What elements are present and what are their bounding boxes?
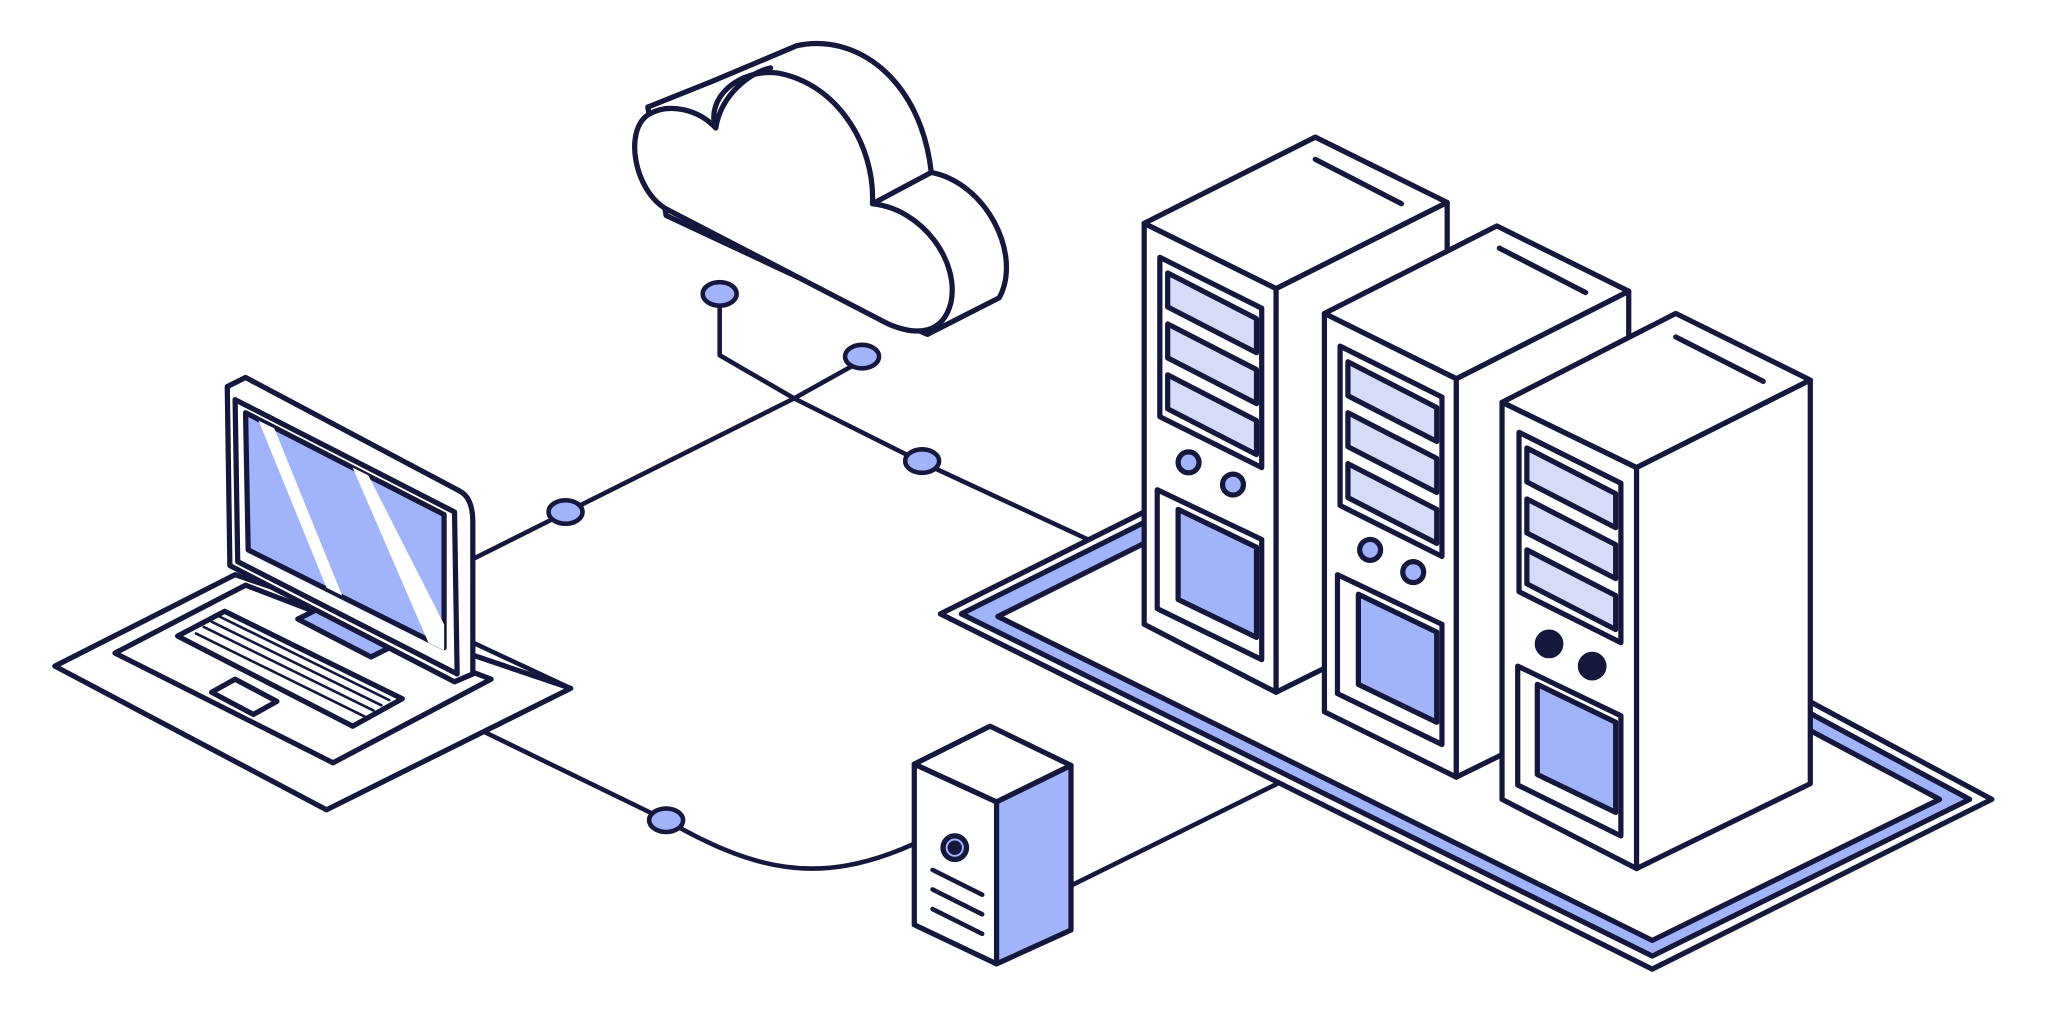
laptop-connection-line	[470, 396, 797, 562]
rack-door-panel	[1355, 591, 1440, 725]
connector-node	[842, 342, 882, 371]
drive-bay-row	[1345, 461, 1440, 546]
drive-bay-row	[1345, 359, 1440, 445]
cloud-front	[632, 69, 955, 334]
rack-door-panel	[1175, 506, 1260, 640]
cloud-edge	[713, 65, 774, 131]
connector-node	[700, 279, 739, 308]
drive-bay-row	[1524, 547, 1619, 633]
drive-bay-row	[1524, 445, 1619, 531]
drive-bay-row	[1345, 410, 1440, 496]
rack-side	[1633, 377, 1813, 872]
status-light	[1534, 629, 1564, 659]
server-rack-3	[1499, 310, 1813, 872]
laptop-icon	[52, 374, 574, 813]
status-light	[1175, 449, 1202, 476]
rack-slot	[1312, 156, 1405, 207]
status-light	[1577, 651, 1607, 681]
tower-side	[993, 762, 1074, 967]
status-light	[1400, 559, 1427, 586]
desktop-platform-line	[1068, 781, 1280, 888]
connector-node	[646, 806, 686, 835]
rack-slot	[1496, 245, 1589, 296]
status-light	[1357, 536, 1384, 563]
keyboard-keys	[194, 615, 391, 719]
drive-bay-row	[1165, 321, 1260, 407]
cloud-icon	[632, 40, 1010, 337]
drive-slots	[930, 867, 985, 937]
desktop-connection-line	[483, 730, 917, 871]
cloud-edge	[869, 169, 934, 207]
connector-node	[902, 447, 942, 476]
rack-slot	[1673, 334, 1766, 384]
desktop-tower-icon	[911, 723, 1074, 967]
power-button-center	[947, 840, 962, 855]
cloud-connection-line	[717, 292, 797, 401]
drive-bay-row	[1165, 270, 1260, 356]
status-light	[1219, 471, 1247, 498]
connector-node	[546, 497, 585, 527]
rack-door-panel	[1534, 681, 1619, 816]
drive-bay-row	[1524, 496, 1619, 582]
drive-bay-row	[1165, 372, 1260, 458]
server-connection-line	[791, 396, 1093, 544]
screen-glare	[258, 420, 445, 651]
connector-nodes	[546, 279, 942, 835]
laptop-trackpad	[208, 676, 280, 718]
